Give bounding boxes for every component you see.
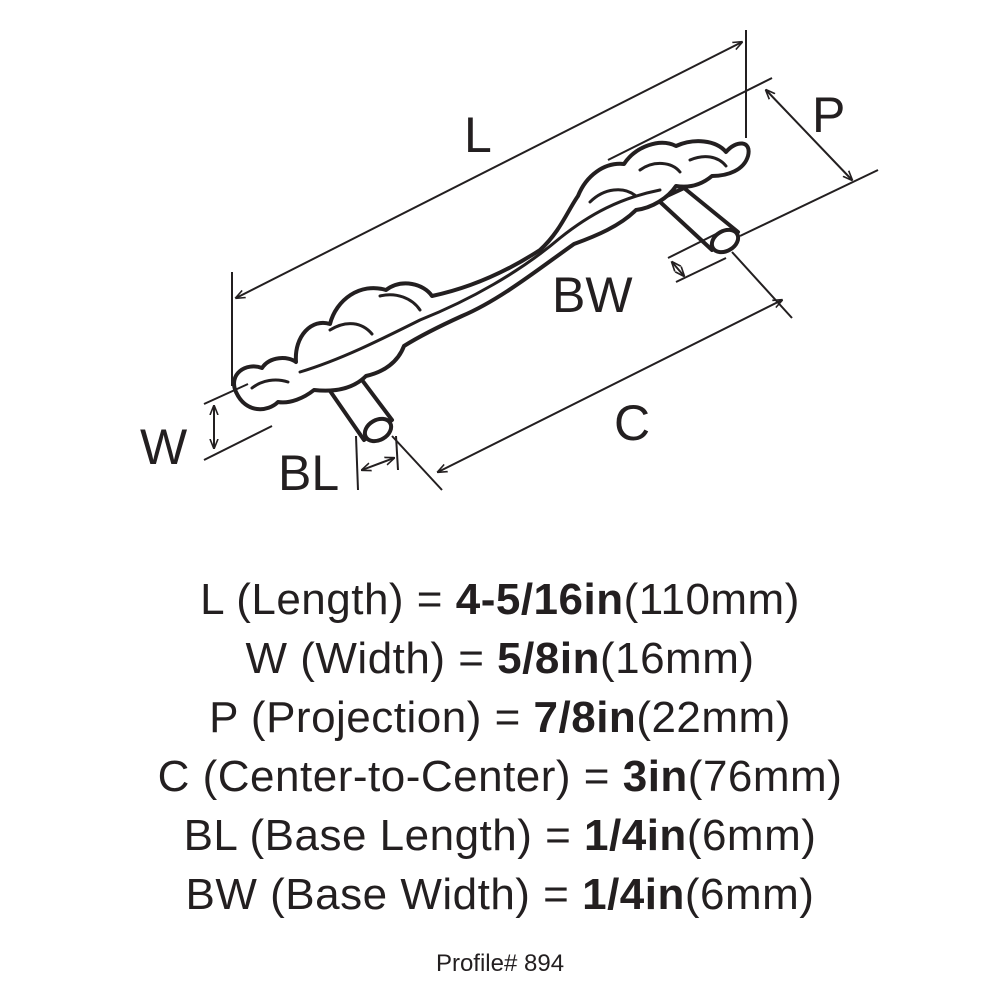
BW-extension-top	[667, 233, 717, 259]
spec-value: 1/4in	[582, 870, 685, 919]
L-dimension-line	[236, 42, 742, 298]
spec-letter: BL	[183, 811, 237, 860]
label-C: C	[614, 395, 650, 451]
spec-description: (Projection) =	[238, 693, 534, 742]
W-extension-bottom	[203, 425, 273, 461]
C-dimension-line	[438, 300, 782, 472]
spec-letter: P	[209, 693, 239, 742]
spec-value: 3in	[622, 752, 688, 801]
spec-row-base-length: BL (Base Length) = 1/4in(6mm)	[0, 806, 1000, 865]
profile-number: Profile# 894	[435, 950, 565, 977]
label-P: P	[812, 87, 845, 143]
label-BL: BL	[278, 445, 339, 501]
C-extension-left	[391, 435, 443, 491]
spec-description: (Base Length) =	[236, 811, 585, 860]
label-W: W	[140, 419, 188, 475]
spec-row-projection: P (Projection) = 7/8in(22mm)	[0, 688, 1000, 747]
spec-value: 4-5/16in	[455, 575, 624, 624]
spec-metric: (110mm)	[623, 575, 800, 624]
spec-description: (Length) =	[223, 575, 456, 624]
spec-metric: (6mm)	[686, 811, 817, 860]
spec-row-base-width: BW (Base Width) = 1/4in(6mm)	[0, 865, 1000, 924]
P-extension-top	[607, 77, 773, 161]
cabinet-pull-illustration	[232, 139, 751, 444]
spec-metric: (16mm)	[599, 634, 755, 683]
spec-value: 5/8in	[497, 634, 600, 683]
spec-metric: (6mm)	[684, 870, 815, 919]
dimension-diagram: L P BW C W BL	[140, 30, 879, 501]
spec-value: 7/8in	[533, 693, 637, 742]
spec-letter: L	[200, 575, 224, 624]
spec-letter: BW	[185, 870, 258, 919]
spec-row-width: W (Width) = 5/8in(16mm)	[0, 629, 1000, 688]
dimension-lines	[203, 30, 879, 491]
spec-row-length: L (Length) = 4-5/16in(110mm)	[0, 570, 1000, 629]
spec-description: (Width) =	[287, 634, 498, 683]
BL-extension-left	[355, 435, 359, 491]
P-extension-bottom	[739, 169, 879, 237]
P-dimension-line	[766, 90, 852, 180]
spec-letter: C	[157, 752, 190, 801]
spec-description: (Base Width) =	[257, 870, 583, 919]
BL-dimension-line	[362, 458, 394, 470]
dimension-spec-list: L (Length) = 4-5/16in(110mm) W (Width) =…	[0, 570, 1000, 924]
spec-letter: W	[245, 634, 288, 683]
label-BW: BW	[552, 267, 633, 323]
C-extension-right	[731, 251, 793, 319]
BW-dimension-line	[672, 262, 684, 276]
spec-value: 1/4in	[584, 811, 687, 860]
W-extension-top	[203, 383, 249, 405]
BL-extension-right	[395, 435, 399, 471]
label-L: L	[464, 107, 492, 163]
BW-extension-bottom	[675, 257, 727, 283]
spec-metric: (76mm)	[687, 752, 843, 801]
spec-description: (Center-to-Center) =	[189, 752, 623, 801]
left-post-hole	[362, 416, 394, 444]
spec-metric: (22mm)	[636, 693, 791, 742]
spec-row-center-to-center: C (Center-to-Center) = 3in(76mm)	[0, 747, 1000, 806]
